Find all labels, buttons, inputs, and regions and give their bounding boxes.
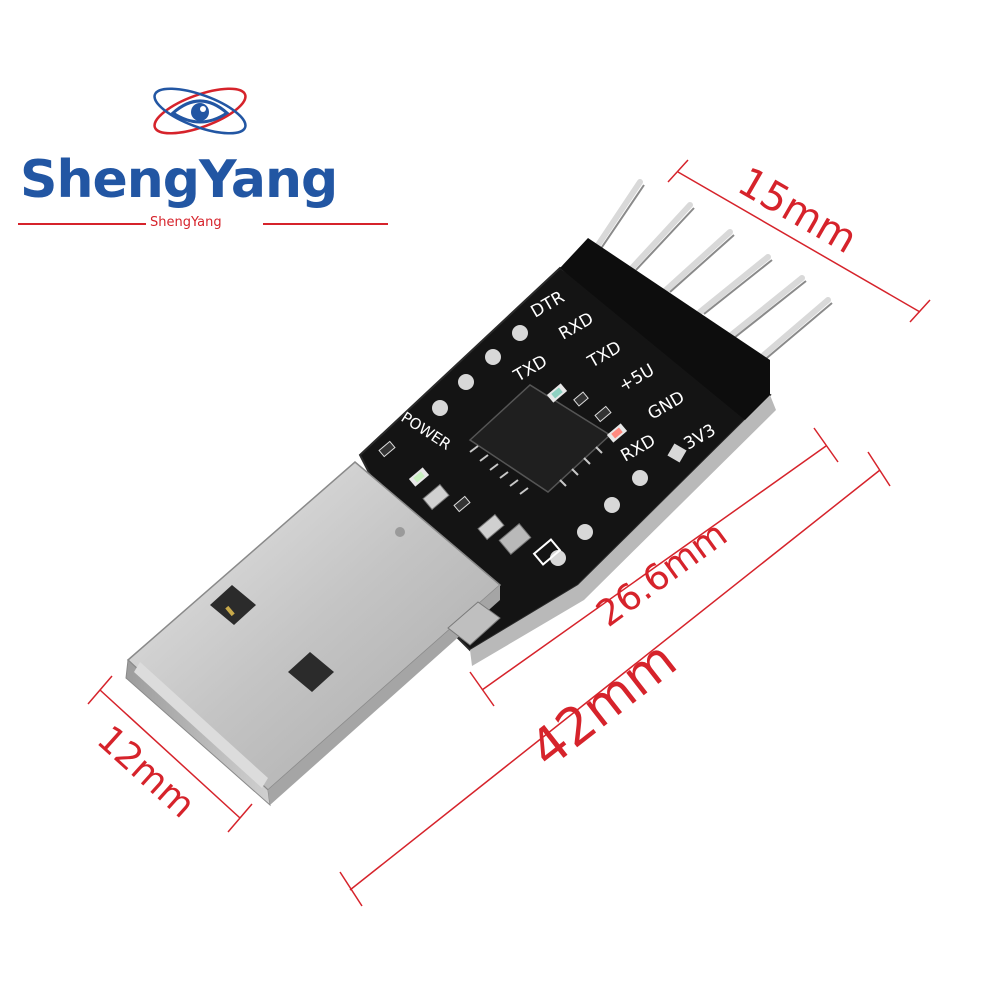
pcb-edge	[470, 395, 776, 666]
usb-tab	[447, 601, 501, 646]
smd-components	[378, 383, 628, 566]
eye-orbit-logo-icon	[153, 87, 247, 135]
usb-contact-slot-1	[210, 585, 256, 625]
header-pins	[593, 179, 831, 363]
logo-underline	[18, 223, 388, 225]
ic-chip-legs	[469, 445, 603, 495]
left-through-holes	[432, 325, 528, 416]
dim-12mm: 12mm	[89, 718, 203, 826]
dimension-lines	[87, 159, 931, 907]
dim-15mm: 15mm	[730, 159, 865, 263]
usb-contact-slot-2	[288, 652, 334, 692]
brand-name: ShengYang	[20, 150, 338, 210]
brand-tagline: ShengYang	[150, 215, 222, 230]
usb-dimple	[395, 527, 405, 537]
pin-header-housing	[560, 238, 770, 420]
right-through-holes	[550, 470, 648, 566]
usb-connector-rim	[134, 662, 268, 788]
usb-connector-side	[268, 585, 500, 805]
usb-gold-contact	[225, 605, 235, 617]
square-pad	[667, 443, 687, 463]
dim-42mm: 42mm	[519, 630, 688, 780]
header-pin-shadows	[599, 184, 833, 363]
